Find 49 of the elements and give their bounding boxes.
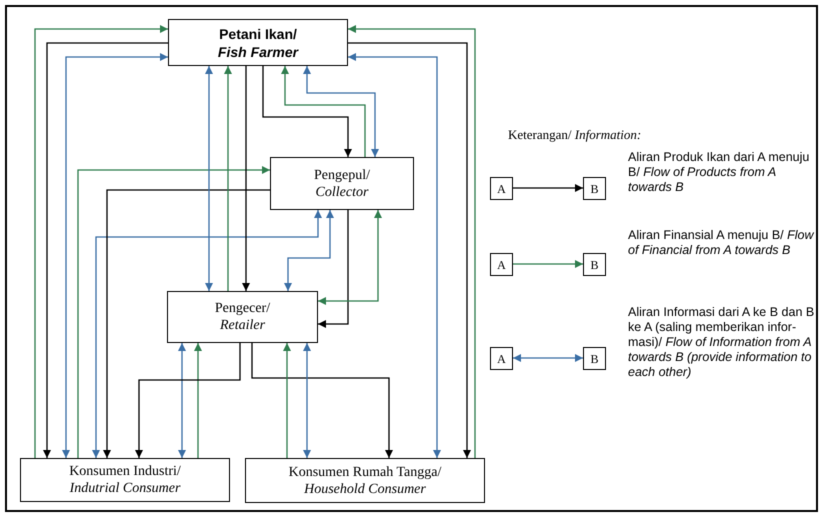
arrow — [205, 66, 213, 291]
arrow — [135, 343, 241, 458]
letter-box — [490, 347, 513, 370]
letter-box — [583, 177, 606, 200]
legend-text: Aliran Finansial A menuju B/ Flow of Financial from A towards B — [628, 228, 815, 258]
letter-box — [490, 253, 513, 276]
arrow — [242, 66, 250, 291]
arrow — [103, 189, 270, 458]
arrow — [262, 66, 352, 157]
letter-box — [583, 253, 606, 276]
arrow — [92, 210, 322, 458]
arrow — [77, 166, 270, 458]
box-label: Petani Ikan/ Fish Farmer — [216, 24, 300, 60]
box-label: A — [497, 350, 506, 368]
actor-box — [167, 291, 318, 343]
arrow — [303, 66, 379, 157]
box-label: A — [497, 180, 506, 198]
arrow — [281, 66, 366, 157]
box-label: A — [497, 256, 506, 274]
box-label: B — [590, 350, 598, 368]
arrow — [251, 343, 393, 458]
letter-box — [490, 177, 513, 200]
box-label: Konsumen Rumah Tangga/ Household Consumer — [288, 464, 442, 498]
box-label: B — [590, 180, 598, 198]
arrow — [194, 343, 202, 458]
arrow — [284, 210, 334, 291]
legend-text: Aliran Produk Ikan dari A menuju B/ Flow of Products from A towards B — [628, 150, 810, 195]
arrow — [318, 210, 382, 305]
arrow — [283, 343, 291, 458]
box-label: Pengepul/ Collector — [313, 166, 371, 200]
arrow — [178, 343, 186, 458]
actor-box — [20, 458, 230, 502]
arrow — [303, 343, 311, 458]
arrow — [513, 260, 583, 268]
arrow — [348, 53, 441, 458]
actor-box — [245, 458, 485, 503]
box-label: Pengecer/ Retailer — [214, 300, 272, 334]
actor-box — [270, 157, 414, 210]
legend-title: Keterangan/ Information: — [508, 126, 642, 144]
arrow — [513, 354, 583, 362]
arrow — [318, 210, 349, 328]
box-label: Konsumen Industri/ Indutrial Consumer — [68, 463, 182, 497]
letter-box — [583, 347, 606, 370]
box-label: B — [590, 256, 598, 274]
arrow — [62, 53, 168, 458]
actor-box — [168, 19, 348, 66]
arrow — [513, 184, 583, 192]
legend-text: Aliran Informasi dari A ke B dan B ke A (saling memberikan infor- masi)/ Flow of Information from A towards B (provide information to each other) — [628, 305, 816, 380]
arrow — [224, 66, 232, 291]
